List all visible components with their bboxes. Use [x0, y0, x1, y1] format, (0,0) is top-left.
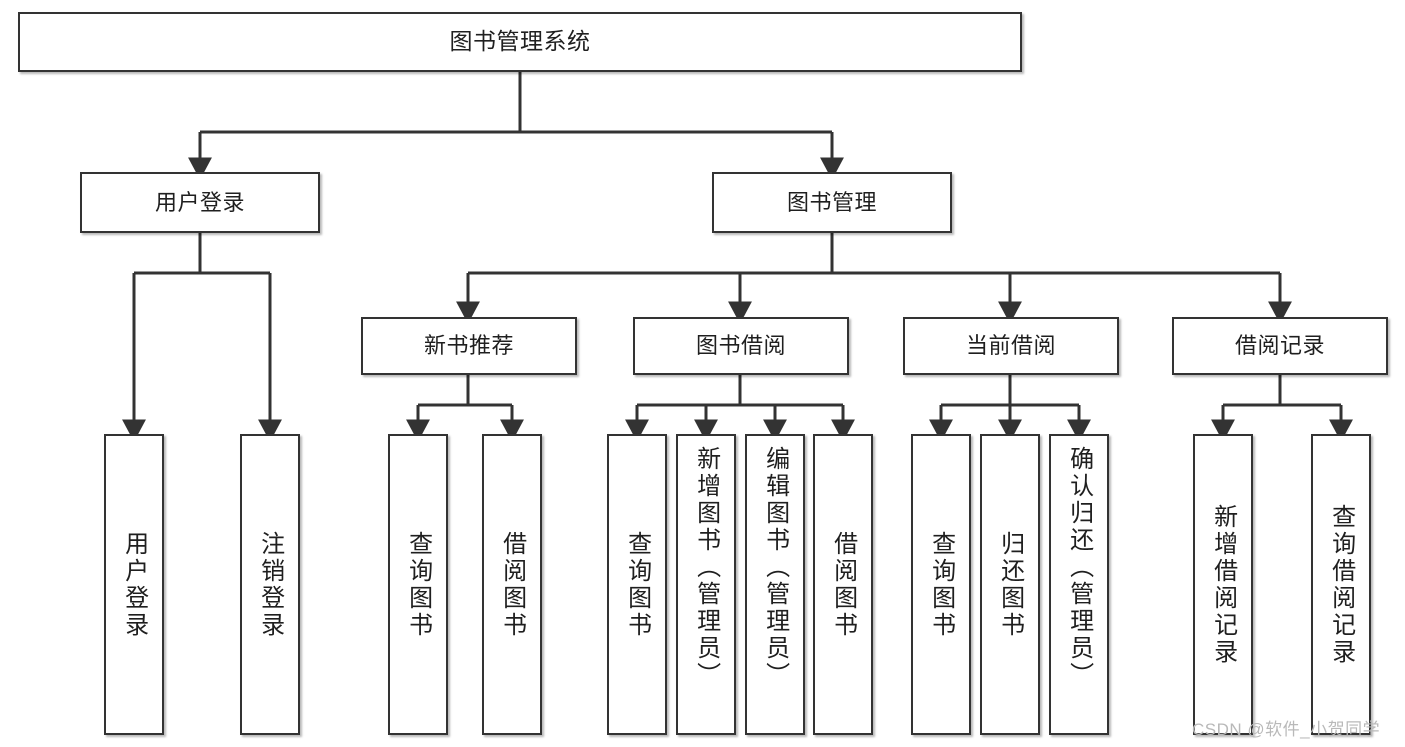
leaf-add-book-admin[interactable]: 新增图书（管理员） — [676, 434, 736, 735]
node-root-book-management-system[interactable]: 图书管理系统 — [18, 12, 1022, 72]
node-label: 当前借阅 — [965, 333, 1056, 359]
node-label: 新增借阅记录 — [1209, 503, 1237, 666]
leaf-edit-book-admin[interactable]: 编辑图书（管理员） — [745, 434, 805, 735]
leaf-user-logout[interactable]: 注销登录 — [240, 434, 300, 735]
node-label: 确认归还（管理员） — [1065, 446, 1093, 689]
leaf-query-borrow-record[interactable]: 查询借阅记录 — [1311, 434, 1371, 735]
node-new-book-recommend[interactable]: 新书推荐 — [361, 317, 577, 375]
node-borrow-record[interactable]: 借阅记录 — [1172, 317, 1388, 375]
leaf-user-login[interactable]: 用户登录 — [104, 434, 164, 735]
node-label: 编辑图书（管理员） — [761, 446, 789, 689]
node-label: 查询图书 — [404, 530, 432, 639]
leaf-borrow-book-recommend[interactable]: 借阅图书 — [482, 434, 542, 735]
node-label: 用户登录 — [154, 189, 245, 215]
node-label: 新书推荐 — [423, 333, 514, 359]
node-label: 查询借阅记录 — [1327, 503, 1355, 666]
node-label: 查询图书 — [927, 530, 955, 639]
node-user-login[interactable]: 用户登录 — [80, 172, 320, 233]
node-current-borrow[interactable]: 当前借阅 — [903, 317, 1119, 375]
node-label: 图书管理系统 — [449, 28, 591, 55]
leaf-query-book-current[interactable]: 查询图书 — [911, 434, 971, 735]
node-label: 注销登录 — [256, 530, 284, 639]
leaf-query-book-borrow[interactable]: 查询图书 — [607, 434, 667, 735]
node-label: 归还图书 — [996, 530, 1024, 639]
leaf-query-book-recommend[interactable]: 查询图书 — [388, 434, 448, 735]
leaf-add-borrow-record[interactable]: 新增借阅记录 — [1193, 434, 1253, 735]
leaf-return-book[interactable]: 归还图书 — [980, 434, 1040, 735]
node-label: 查询图书 — [623, 530, 651, 639]
node-label: 新增图书（管理员） — [692, 446, 720, 689]
csdn-watermark: CSDN @软件_小贺同学 — [1192, 720, 1381, 739]
leaf-confirm-return-admin[interactable]: 确认归还（管理员） — [1049, 434, 1109, 735]
leaf-borrow-book[interactable]: 借阅图书 — [813, 434, 873, 735]
node-label: 图书借阅 — [695, 333, 786, 359]
node-label: 图书管理 — [786, 189, 877, 215]
node-book-borrow[interactable]: 图书借阅 — [633, 317, 849, 375]
node-label: 借阅图书 — [829, 530, 857, 639]
node-label: 借阅记录 — [1234, 333, 1325, 359]
node-book-management[interactable]: 图书管理 — [712, 172, 952, 233]
node-label: 借阅图书 — [498, 530, 526, 639]
node-label: 用户登录 — [120, 530, 148, 639]
